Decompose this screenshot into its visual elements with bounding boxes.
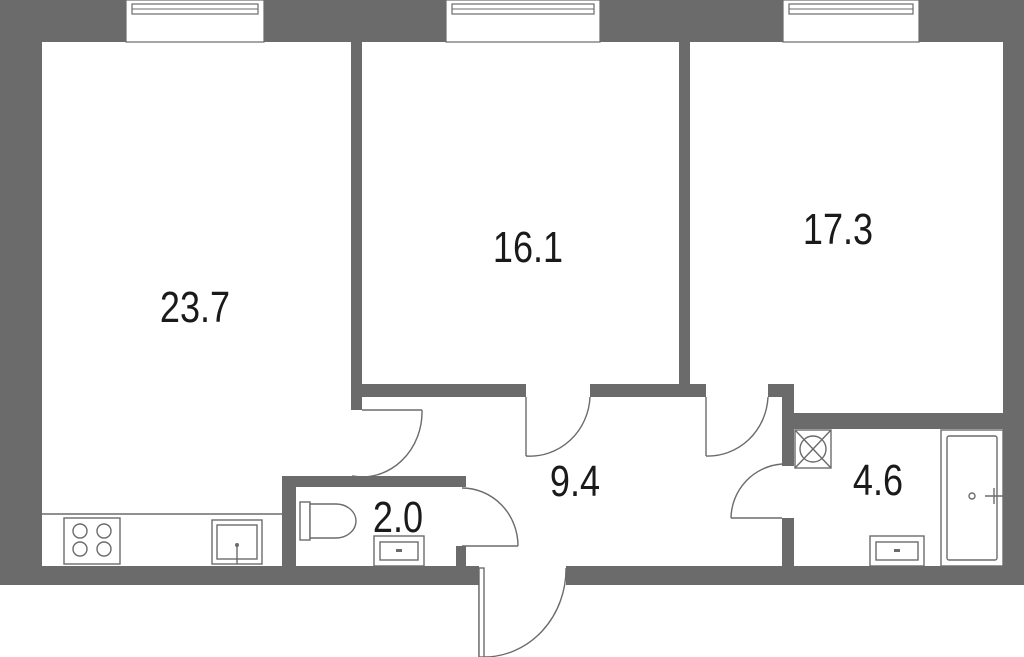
area-label-hallway: 9.4 — [550, 457, 600, 506]
area-label-kitchen: 23.7 — [160, 283, 230, 332]
wall-bedroom2-bottom-left — [690, 384, 706, 397]
exterior-wall-bottom-right — [566, 566, 1024, 585]
exterior-wall-right — [1003, 0, 1024, 585]
toilet-washbasin-icon — [373, 535, 425, 567]
fixtures — [42, 429, 1004, 567]
area-label-toilet: 2.0 — [373, 493, 423, 542]
ventilation-shaft-icon — [794, 429, 832, 469]
door-entrance — [478, 567, 567, 657]
wall-bedroom1-bottom-right — [590, 384, 690, 397]
stove-icon — [63, 517, 121, 565]
door-bathroom — [730, 463, 783, 519]
window-kitchen — [125, 0, 265, 43]
wall-bathroom-left-bottom — [782, 518, 794, 568]
bathroom-washbasin-icon — [869, 535, 925, 567]
wall-bedroom1-bottom-left — [351, 384, 526, 397]
wall-toilet-left — [282, 476, 296, 568]
wall-toilet-right — [456, 546, 466, 568]
door-bedroom-2 — [705, 396, 769, 457]
area-label-bedroom-2: 17.3 — [803, 205, 873, 254]
wall-toilet-top — [282, 476, 466, 487]
area-labels: 23.7 16.1 17.3 9.4 2.0 4.6 — [160, 205, 903, 542]
wall-kitchen-bedroom1 — [351, 42, 362, 398]
toilet-icon — [299, 501, 357, 541]
wall-kitchen-jamb — [351, 398, 362, 410]
window-bedroom-1 — [445, 0, 601, 43]
windows — [125, 0, 920, 43]
wall-bedroom1-bedroom2 — [679, 42, 690, 397]
door-bedroom-1 — [525, 396, 591, 457]
area-label-bedroom-1: 16.1 — [493, 223, 563, 272]
exterior-wall-bottom-left — [0, 566, 479, 585]
door-kitchen — [351, 409, 423, 478]
door-toilet — [461, 487, 519, 547]
bathtub-icon — [940, 429, 1004, 567]
wall-bathroom-top — [782, 413, 1004, 429]
doors — [351, 396, 783, 657]
area-label-bathroom: 4.6 — [853, 456, 903, 505]
window-bedroom-2 — [782, 0, 920, 43]
kitchen-sink-icon — [211, 519, 263, 565]
exterior-wall-left — [0, 0, 42, 585]
